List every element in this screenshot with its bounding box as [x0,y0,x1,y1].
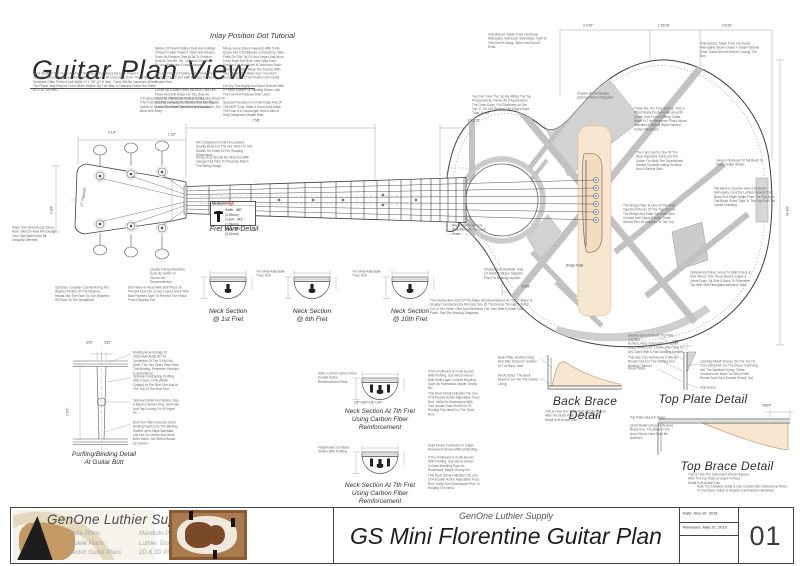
back-brace-detail-label: Back Brace Detail [552,394,618,423]
title-block: GenOne Luthier Supplies Guitar Plans Uku… [10,507,794,564]
neck-section-1st-label: Neck Section @ 1st Fret [208,308,248,323]
neck-section-7th-cf-label-a: Neck Section At 7th Fret Using Carbon Fi… [344,408,416,431]
bridge [581,152,603,253]
divider [679,535,738,536]
neck-section-7th-cf-label-b: Neck Section At 7th Fret Using Carbon Fi… [344,482,416,505]
divider [738,508,739,563]
plan-revisions: Revisions: May 31, 2019 [683,525,727,530]
plan-date: Date: Nov 10, 2018 [683,511,718,516]
purfling-detail [73,350,132,455]
top-plate-detail [657,336,699,390]
plan-title: GS Mini Florentine Guitar Plan [350,523,662,549]
divider [333,508,334,563]
neck-section-6th-label: Neck Section @ 6th Fret [292,308,332,323]
fret-wire-specs: Width: .080" (2.03mm) Crown: .043" (1.09… [225,208,244,237]
top-plate-detail-label: Top Plate Detail [658,392,748,406]
product-categories-left: Guitar Plans Ukulele Plans Electric Guit… [67,531,122,557]
finger-brace [530,250,578,300]
top-brace-detail-label: Top Brace Detail [680,459,774,473]
truss-rod-channel [199,195,441,205]
sheet-number: 01 [749,521,782,551]
divider [679,521,738,523]
tail-block [755,177,769,223]
tuner-buttons [93,140,169,260]
inlay-tutorial-heading: Inlay Position Dot Tutorial [210,31,295,40]
page-title: Guitar Plan View [30,55,255,89]
back-brace-detail [539,355,622,390]
headstock [74,140,187,260]
supplier-logo: GenOne Luthier Supplies [47,512,206,527]
fret-wire-grade: Medium/High [211,202,256,206]
neck-section-10th-label: Neck Section @ 10th Fret [390,308,430,323]
position-dots [277,193,418,207]
purfling-detail-label: Purfling/Binding Detail At Guitar Butt [72,451,136,466]
neck-block [446,167,470,235]
neck-sections [200,269,435,474]
tone-brace [613,161,726,255]
nut [183,185,188,215]
brand-name: GenOne Luthier Supply [458,511,554,521]
fret-wire-detail-box: Medium/High Width: .080" (2.03mm) Crown:… [210,201,256,236]
top-brace-detail [657,410,793,455]
guitar-mold-photo [169,510,247,560]
headstock-strings [99,173,187,227]
fret-wire-detail-label: Fret Wire Detail [209,226,259,233]
tone-brace [644,211,750,299]
fret-wire-icon [214,211,223,222]
workshop-photo-left [13,510,155,560]
